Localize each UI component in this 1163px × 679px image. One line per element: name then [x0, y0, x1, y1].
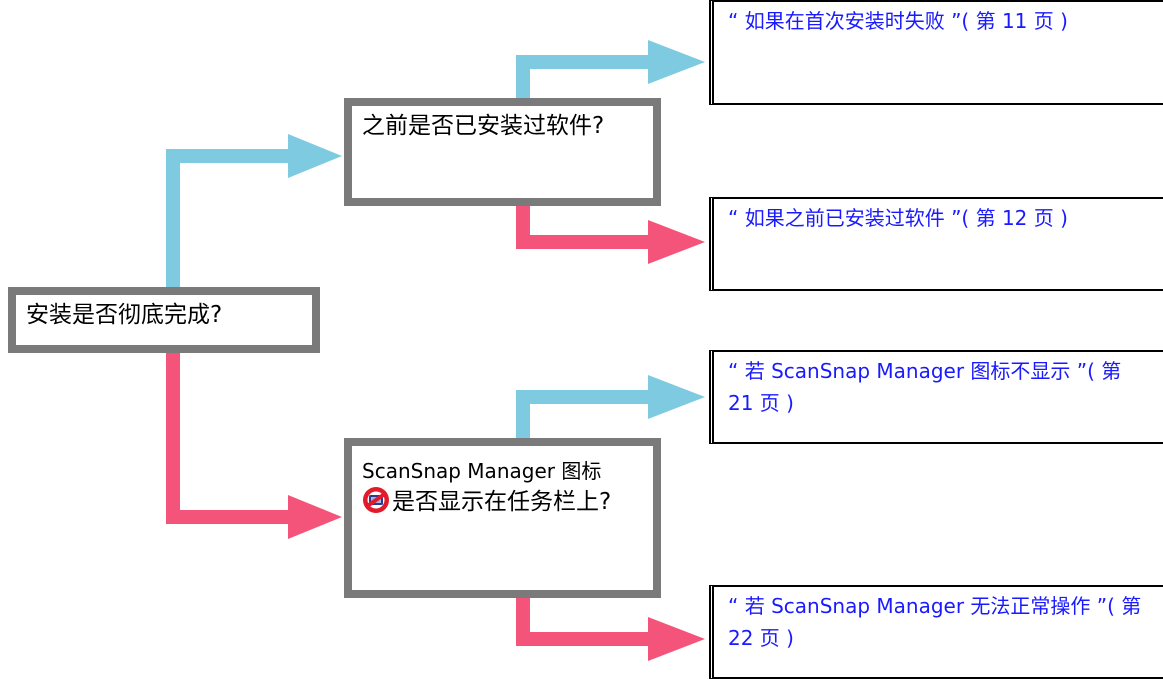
arrowhead-not-working: [648, 617, 705, 661]
connector-to-first-install-fail: [516, 55, 660, 100]
connector-to-not-working: [516, 595, 660, 646]
question-installed-fully: 安装是否彻底完成?: [8, 287, 320, 353]
arrowhead-icon-shown: [288, 495, 342, 539]
link-not-working[interactable]: “ 若 ScanSnap Manager 无法正常操作 ”( 第 22 页 ): [709, 585, 1163, 679]
question-icon-shown-line2: 是否显示在任务栏上?: [362, 486, 613, 519]
question-icon-shown-line1: ScanSnap Manager 图标: [362, 459, 602, 483]
question-icon-shown-line2-text: 是否显示在任务栏上?: [392, 489, 612, 515]
link-first-install-fail[interactable]: “ 如果在首次安装时失败 ”( 第 11 页 ): [709, 0, 1163, 105]
connector-to-installed-before-ref: [516, 200, 660, 249]
link-first-install-fail-text[interactable]: “ 如果在首次安装时失败 ”( 第 11 页 ): [728, 9, 1068, 33]
question-installed-fully-text: 安装是否彻底完成?: [26, 302, 223, 328]
link-installed-before-ref-text[interactable]: “ 如果之前已安装过软件 ”( 第 12 页 ): [728, 206, 1068, 230]
arrowhead-installed-before-ref: [648, 220, 705, 264]
arrowhead-first-install-fail: [648, 40, 705, 84]
connector-root-to-installed-before: [166, 149, 300, 290]
connector-to-icon-not-shown: [516, 390, 660, 440]
question-installed-before: 之前是否已安装过软件?: [344, 98, 661, 206]
link-icon-not-shown-text[interactable]: “ 若 ScanSnap Manager 图标不显示 ”( 第 21 页 ): [728, 359, 1122, 415]
link-not-working-text[interactable]: “ 若 ScanSnap Manager 无法正常操作 ”( 第 22 页 ): [728, 594, 1142, 650]
question-icon-shown: ScanSnap Manager 图标 是否显示在任务栏上?: [344, 438, 661, 598]
link-installed-before-ref[interactable]: “ 如果之前已安装过软件 ”( 第 12 页 ): [709, 197, 1163, 291]
arrowhead-installed-before: [288, 134, 342, 178]
link-icon-not-shown[interactable]: “ 若 ScanSnap Manager 图标不显示 ”( 第 21 页 ): [709, 350, 1163, 444]
scansnap-prohibited-icon: [362, 486, 390, 514]
arrowhead-icon-not-shown: [648, 375, 705, 419]
connector-root-to-icon-shown: [166, 350, 300, 524]
question-installed-before-text: 之前是否已安装过软件?: [362, 113, 605, 139]
